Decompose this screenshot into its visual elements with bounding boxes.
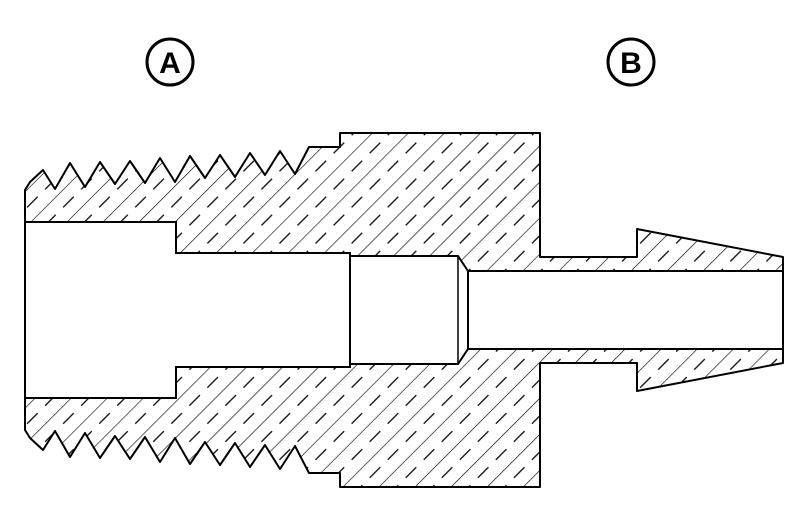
internal-bore (24, 221, 784, 399)
callout-a: A (145, 37, 195, 87)
callout-b: B (606, 37, 656, 87)
callout-a-label: A (159, 47, 181, 80)
callout-a-circle (145, 37, 195, 87)
callout-b-circle (606, 37, 656, 87)
callout-b-label: B (620, 47, 642, 80)
